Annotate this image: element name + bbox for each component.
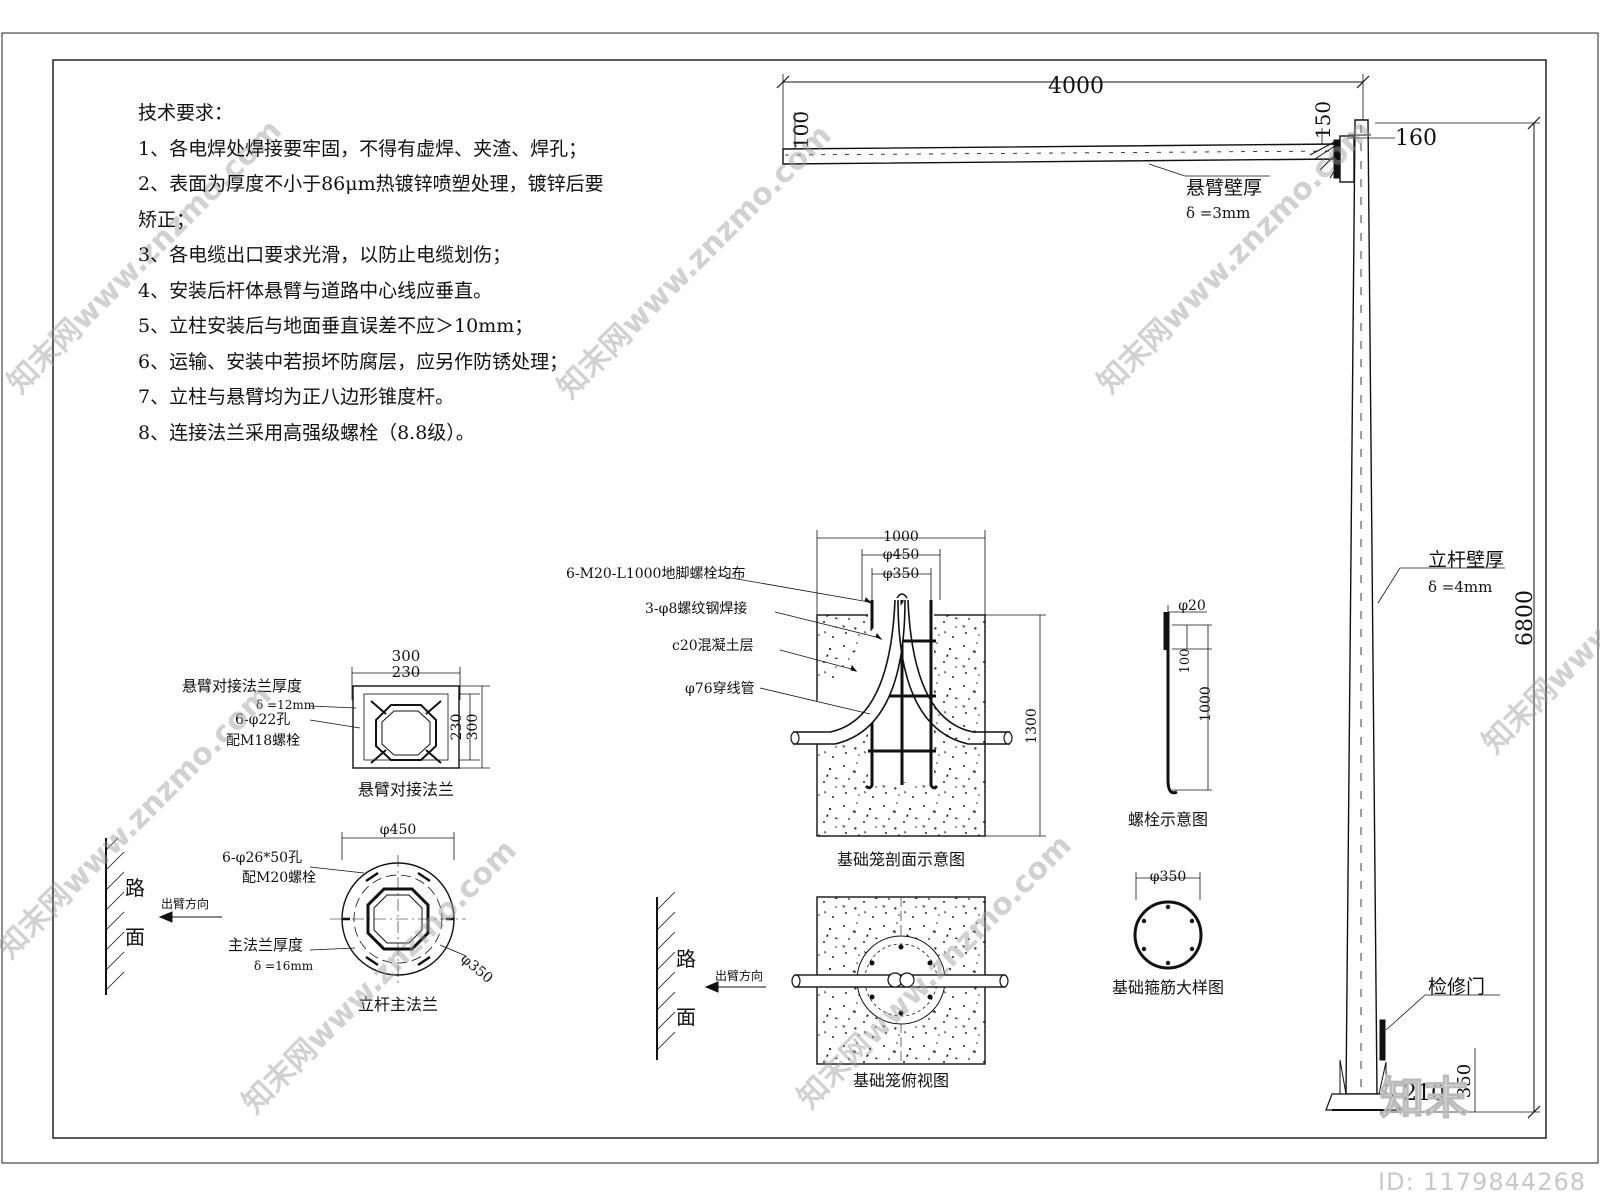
anchor-bolt-label: 6-M20-L1000地脚螺栓均布 — [566, 566, 745, 582]
foundation-plan-direction-label: 出臂方向 — [715, 968, 763, 983]
main-flange-thickness-label: 主法兰厚度 — [228, 936, 303, 954]
arm-root-height-dim: 150 — [1311, 101, 1335, 139]
brand-logo: 知末 — [1379, 1072, 1469, 1125]
foundation-plan-drawing — [656, 891, 1009, 1065]
main-flange-road-char-2: 面 — [125, 925, 145, 949]
base-width-dim: 210 — [1403, 1081, 1445, 1106]
main-flange-bolts-label: 配M20螺栓 — [242, 870, 316, 886]
requirement-item: 矫正； — [138, 208, 196, 231]
main-flange-bolt-circle-dim: φ350 — [457, 951, 495, 987]
main-flange-caption: 立杆主法兰 — [358, 995, 438, 1014]
foundation-inner-dim: φ350 — [883, 566, 920, 582]
requirement-item: 1、各电焊处焊接要牢固，不得有虚焊、夹渣、焊孔； — [138, 137, 588, 160]
foundation-plan-caption: 基础笼俯视图 — [853, 1071, 949, 1090]
stirrup-detail-drawing — [1133, 872, 1203, 970]
stirrup-detail-caption: 基础箍筋大样图 — [1112, 978, 1224, 997]
requirement-item: 8、连接法兰采用高强级螺栓（8.8级）。 — [138, 421, 475, 444]
bolt-detail-drawing — [1163, 605, 1212, 795]
foundation-plan-road-char-1: 路 — [676, 947, 696, 971]
requirements-title: 技术要求： — [138, 102, 234, 124]
requirement-item: 2、表面为厚度不小于86μm热镀锌喷塑处理，镀锌后要 — [138, 173, 604, 195]
foundation-width-dim: 1000 — [883, 529, 919, 545]
arm-flange-thickness-label: 悬臂对接法兰厚度 — [182, 677, 302, 695]
arm-flange-thickness-value: δ =12mm — [256, 698, 316, 712]
arm-flange-bolts-label: 配M18螺栓 — [226, 733, 300, 749]
main-flange-direction-label: 出臂方向 — [161, 896, 209, 911]
pole-height-dim: 6800 — [1513, 590, 1538, 646]
foundation-section-caption: 基础笼剖面示意图 — [837, 850, 965, 869]
access-door-label: 检修门 — [1428, 976, 1485, 998]
requirement-item: 6、运输、安装中若损坏防腐层，应另作防锈处理； — [138, 350, 569, 373]
watermark-text: 知末网www.znzmo.com — [0, 678, 279, 966]
arm-length-dim: 4000 — [1048, 74, 1104, 99]
technical-requirements: 技术要求： 1、各电焊处焊接要牢固，不得有虚焊、夹渣、焊孔； 2、表面为厚度不小… — [138, 96, 698, 451]
foundation-section-drawing — [719, 530, 1046, 837]
arm-wall-value: δ =3mm — [1186, 204, 1250, 222]
arm-wall-label: 悬臂壁厚 — [1186, 177, 1262, 199]
rebar-label: 3-φ8螺纹钢焊接 — [645, 600, 747, 617]
foundation-outer-dim: φ450 — [883, 547, 920, 563]
requirement-item: 3、各电缆出口要求光滑，以防止电缆划伤； — [138, 244, 512, 266]
pole-wall-label: 立杆壁厚 — [1428, 549, 1504, 571]
requirement-item: 7、立柱与悬臂均为正八边形锥度杆。 — [138, 386, 455, 408]
main-flange-thickness-value: δ =16mm — [254, 959, 314, 973]
arm-flange-side-inner-dim: 230 — [449, 714, 465, 741]
arm-flange-outer-dim: 300 — [392, 647, 421, 665]
foundation-height-dim: 1300 — [1024, 708, 1040, 744]
pole-width-dim: 160 — [1395, 126, 1437, 151]
arm-flange-side-outer-dim: 300 — [465, 714, 481, 741]
foundation-plan-anchor-bolts — [869, 944, 933, 1016]
inner-border — [52, 59, 1547, 1139]
main-flange-outer-dim: φ450 — [380, 822, 417, 838]
bolt-length-dim: 1000 — [1198, 686, 1214, 722]
stirrup-bars — [1141, 904, 1195, 966]
foundation-plan-road-char-2: 面 — [676, 1005, 696, 1029]
main-flange-holes-label: 6-φ26*50孔 — [222, 850, 302, 866]
conduit-label: φ76穿线管 — [685, 681, 755, 697]
bolt-diameter-dim: φ20 — [1178, 598, 1206, 614]
base-height-dim: 350 — [1454, 1064, 1475, 1098]
main-flange-road-char-1: 路 — [125, 876, 145, 900]
pole-wall-value: δ =4mm — [1428, 578, 1492, 596]
concrete-label: c20混凝土层 — [672, 638, 754, 654]
bolt-detail-caption: 螺栓示意图 — [1128, 810, 1208, 829]
main-flange-drawing — [105, 832, 467, 995]
bolt-hook-dim: 100 — [1178, 649, 1193, 674]
arm-flange-drawing — [309, 667, 490, 769]
arm-flange-caption: 悬臂对接法兰 — [358, 780, 454, 799]
arm-flange-holes-label: 6-φ22孔 — [235, 712, 290, 728]
pole-elevation — [776, 74, 1541, 1119]
requirement-item: 4、安装后杆体悬臂与道路中心线应垂直。 — [138, 279, 493, 302]
image-id-label: ID: 1179844268 — [1378, 1168, 1586, 1196]
arm-flange-inner-dim: 230 — [392, 663, 421, 681]
stirrup-diameter-dim: φ350 — [1150, 869, 1187, 885]
arm-end-height-dim: 100 — [789, 111, 813, 149]
requirement-item: 5、立柱安装后与地面垂直误差不应＞10mm； — [138, 315, 534, 337]
outer-border — [1, 32, 1599, 1164]
